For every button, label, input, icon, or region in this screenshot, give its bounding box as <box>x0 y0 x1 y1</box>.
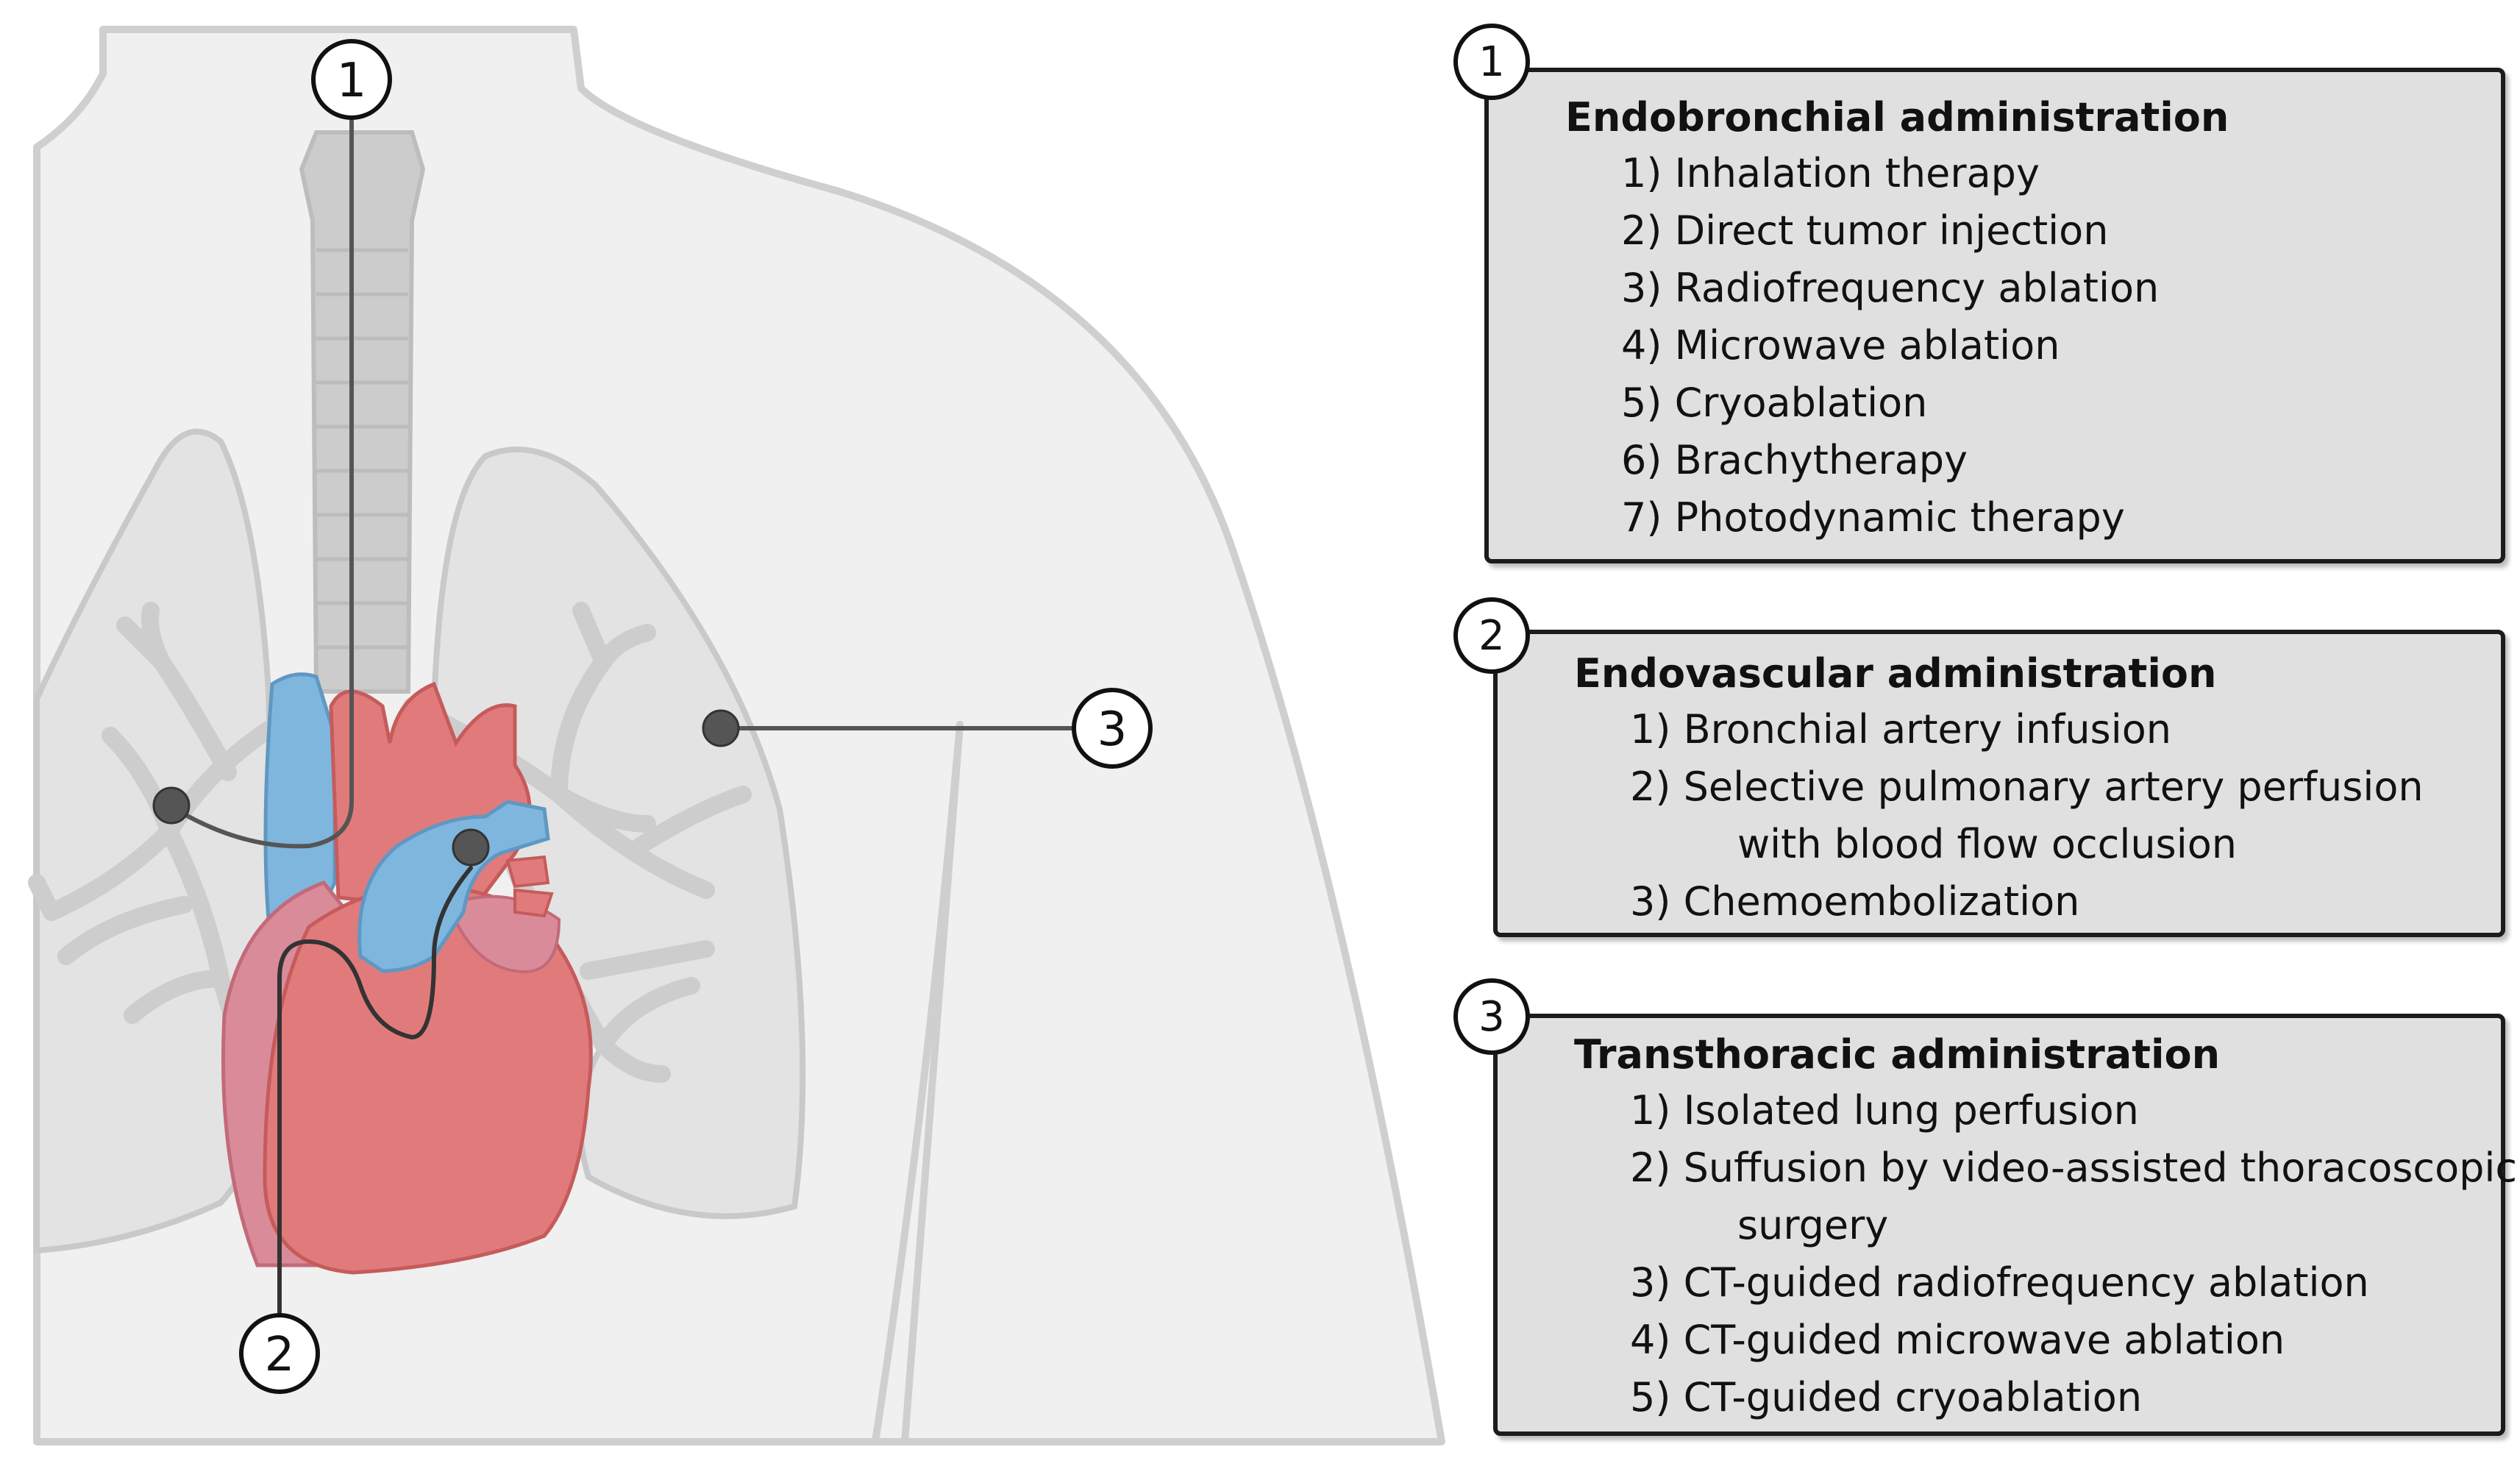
list-item: 4) CT-guided microwave ablation <box>1630 1317 2285 1363</box>
list-item: 2) Selective pulmonary artery perfusion <box>1630 764 2424 810</box>
pulmonary-veins <box>505 855 554 918</box>
panel-3-number-badge: 3 <box>1453 978 1530 1055</box>
list-item: 3) Radiofrequency ablation <box>1621 265 2160 311</box>
list-item: 3) CT-guided radiofrequency ablation <box>1630 1259 2369 1306</box>
panel-title: Endobronchial administration <box>1565 94 2229 141</box>
list-item: 4) Microwave ablation <box>1621 322 2060 369</box>
callout-3-badge <box>1072 688 1153 769</box>
list-item: 7) Photodynamic therapy <box>1621 494 2125 541</box>
list-item: 3) Chemoembolization <box>1630 878 2080 925</box>
callout-1-leader <box>171 79 354 849</box>
trachea-rings <box>316 248 408 650</box>
callout-2-number: 2 <box>265 1328 295 1382</box>
heart <box>221 681 593 1275</box>
callout-1-number: 1 <box>337 54 367 108</box>
callout-3-number: 3 <box>1097 703 1128 757</box>
panel-1-number-badge: 1 <box>1453 24 1530 100</box>
callout-1-badge <box>311 39 392 120</box>
list-item-continuation: with blood flow occlusion <box>1737 821 2237 867</box>
callout-1-endpoint <box>152 786 191 825</box>
list-item: 2) Direct tumor injection <box>1621 207 2109 254</box>
panel-2-number-badge: 2 <box>1453 597 1530 674</box>
list-item: 5) CT-guided cryoablation <box>1630 1374 2143 1420</box>
panel-transthoracic: Transthoracic administration 1) Isolated… <box>1493 1014 2517 1436</box>
panel-endobronchial: Endobronchial administration 1) Inhalati… <box>1484 68 2505 563</box>
panel-endovascular: Endovascular administration 1) Bronchial… <box>1493 630 2505 937</box>
callout-2-leader <box>277 866 473 1319</box>
list-item: 1) Inhalation therapy <box>1621 150 2040 196</box>
callout-3-endpoint <box>702 709 740 747</box>
callout-2-endpoint <box>452 828 490 867</box>
panel-title: Transthoracic administration <box>1574 1031 2221 1078</box>
callout-2-badge <box>239 1313 320 1394</box>
panel-title: Endovascular administration <box>1574 650 2217 697</box>
list-item: 6) Brachytherapy <box>1621 437 1968 483</box>
left-bronchial-tree <box>403 602 752 1127</box>
list-item: 1) Isolated lung perfusion <box>1630 1087 2139 1134</box>
list-item: 1) Bronchial artery infusion <box>1630 706 2171 753</box>
list-item: 2) Suffusion by video-assisted thoracosc… <box>1630 1145 2518 1191</box>
thorax-illustration: 1 2 3 <box>28 26 1445 1445</box>
pulmonary-artery <box>357 800 550 973</box>
trachea <box>299 130 426 694</box>
list-item-continuation: surgery <box>1737 1202 1889 1248</box>
right-bronchial-tree <box>28 602 318 1061</box>
list-item: 5) Cryoablation <box>1621 380 1928 426</box>
